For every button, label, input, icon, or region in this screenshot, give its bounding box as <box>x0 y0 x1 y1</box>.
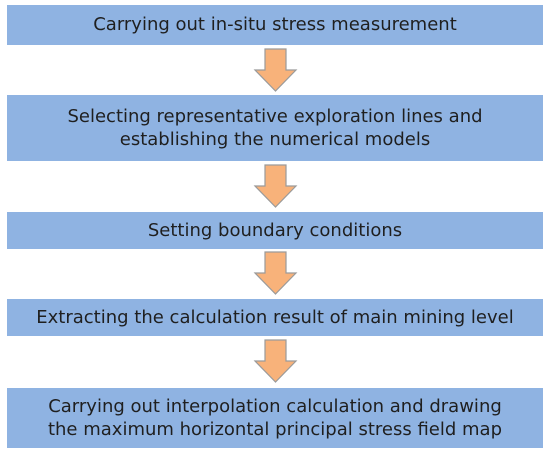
step-2-box: Selecting representative exploration lin… <box>7 95 543 161</box>
step-5-box: Carrying out interpolation calculation a… <box>7 388 543 448</box>
down-arrow-icon <box>253 164 298 208</box>
step-1-box: Carrying out in-situ stress measurement <box>7 5 543 45</box>
step-2-line-1: Selecting representative exploration lin… <box>67 105 483 127</box>
step-1-line-1: Carrying out in-situ stress measurement <box>93 14 457 36</box>
step-4-box: Extracting the calculation result of mai… <box>7 299 543 336</box>
step-2-line-2: establishing the numerical models <box>119 129 431 150</box>
down-arrow-icon <box>253 339 298 383</box>
step-4-line-1: Extracting the calculation result of mai… <box>36 306 514 328</box>
step-5-line-1: Carrying out interpolation calculation a… <box>48 395 502 417</box>
down-arrow-icon <box>253 251 298 295</box>
step-3-box: Setting boundary conditions <box>7 212 543 249</box>
step-5-line-2: the maximum horizontal principal stress … <box>47 419 503 440</box>
down-arrow-icon <box>253 48 298 92</box>
step-3-line-1: Setting boundary conditions <box>147 219 403 241</box>
